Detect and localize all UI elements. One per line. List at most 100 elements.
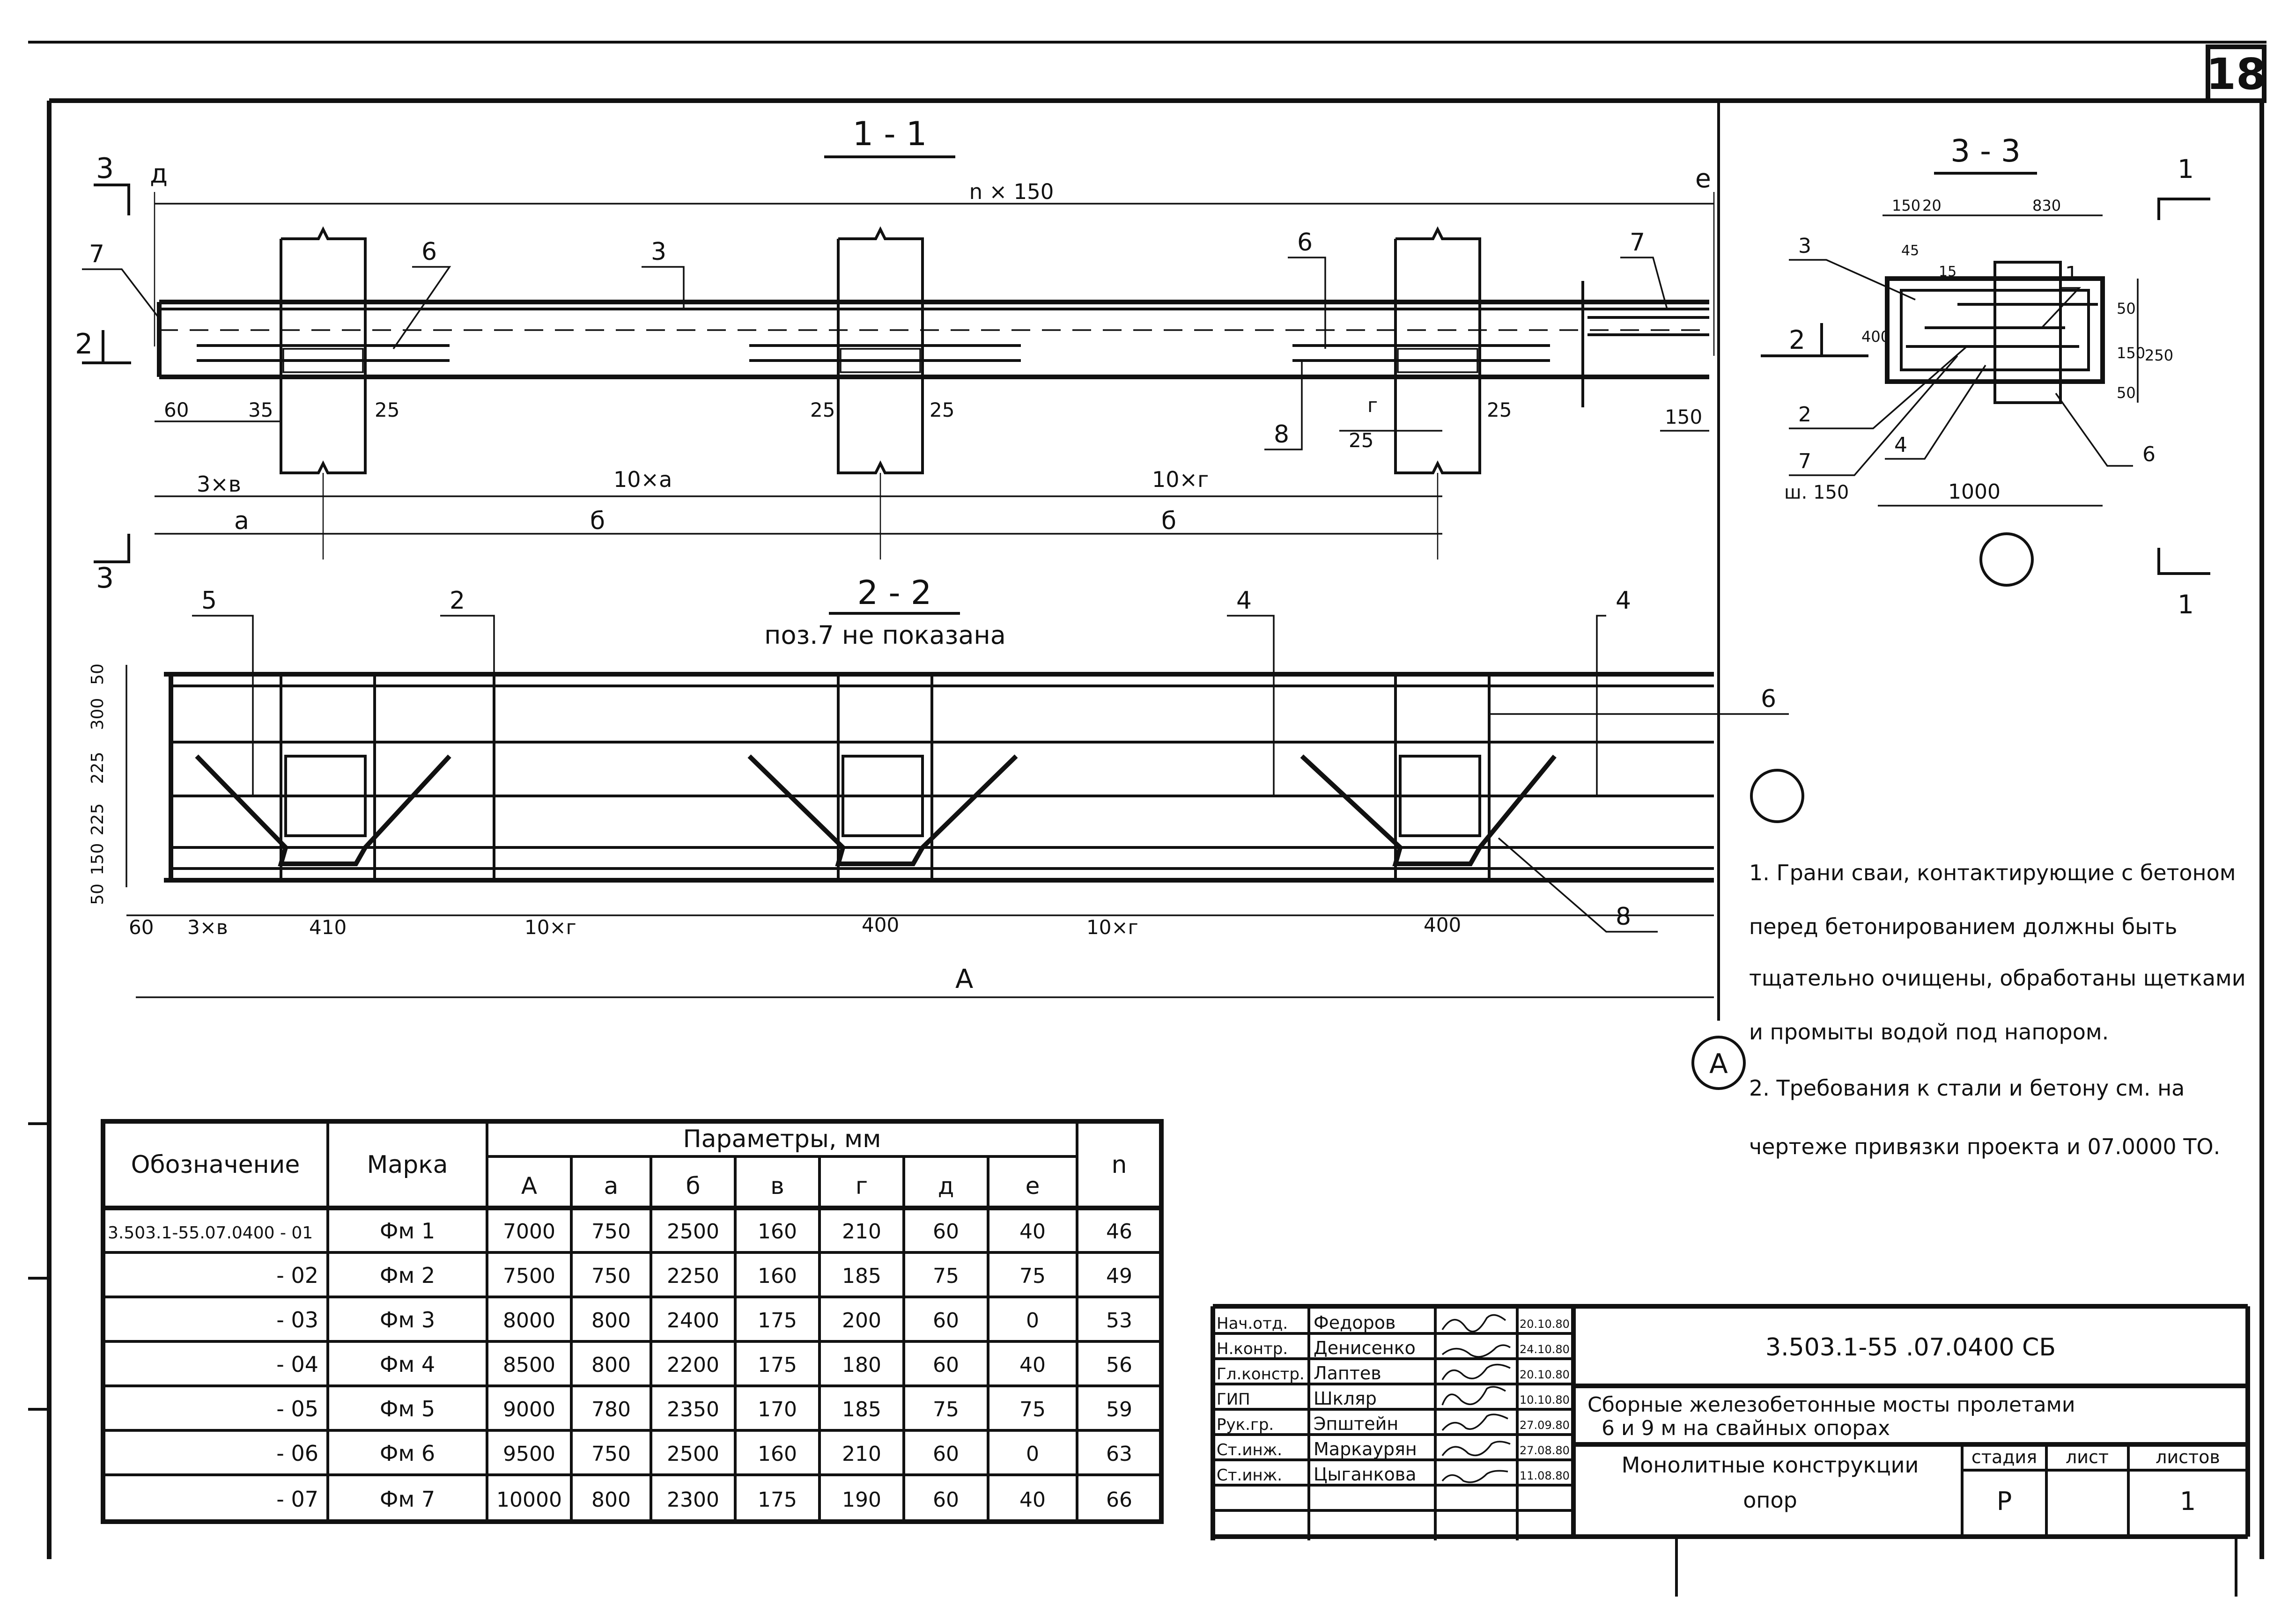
cell-e: 75	[1019, 1264, 1046, 1288]
stamp-name: Эпштейн	[1314, 1414, 1398, 1434]
pos-6-b: 6	[1297, 228, 1313, 257]
cell-e: 0	[1026, 1442, 1039, 1466]
cell-g: 190	[842, 1488, 881, 1512]
cell-n: 56	[1106, 1353, 1132, 1377]
cell-n: 59	[1106, 1398, 1132, 1421]
note-line-2: перед бетонированием должны быть	[1749, 914, 2178, 939]
note-line-6: чертеже привязки проекта и 07.0000 ТО.	[1749, 1134, 2220, 1159]
pile-section-1	[284, 755, 367, 837]
cell-a: 800	[591, 1488, 631, 1512]
cell-d: 75	[933, 1264, 959, 1288]
th-param-a: а	[604, 1172, 619, 1200]
stamp-title-1: Монолитные конструкции	[1622, 1452, 1919, 1478]
ss-dim-50-b: 50	[2117, 384, 2136, 402]
label-2-left: 2	[75, 328, 93, 361]
cell-n: 53	[1106, 1309, 1132, 1333]
cell-v: 160	[758, 1442, 797, 1466]
cell-a: 780	[591, 1398, 631, 1421]
axis-marker	[1691, 1036, 1746, 1090]
stamp-name: Лаптев	[1314, 1363, 1381, 1384]
table-row: - 02 Фм 2 7500 750 2250 160 185 75 75 49	[276, 1263, 1132, 1288]
ss-dim-45: 45	[1901, 243, 1919, 259]
label-d: д	[150, 159, 168, 189]
dim-10g: 10×г	[1152, 467, 1209, 492]
dim-150: 150	[1665, 405, 1702, 428]
cell-e: 0	[1026, 1309, 1039, 1333]
ss-dim-20: 20	[1922, 197, 1942, 214]
ss-pos-3: 3	[1798, 234, 1811, 258]
dim-b2: б	[1161, 507, 1176, 535]
section-1-1-title: 1 - 1	[853, 115, 927, 153]
cell-d: 60	[933, 1220, 959, 1244]
ss-dim-50-a: 50	[2117, 300, 2136, 317]
cell-d: 75	[933, 1398, 959, 1421]
ss-dim-15: 15	[1939, 264, 1956, 280]
table-row: - 07 Фм 7 10000 800 2300 175 190 60 40 6…	[276, 1487, 1132, 1512]
cell-A: 8000	[503, 1309, 555, 1333]
ss-pos-6: 6	[2142, 442, 2156, 466]
section-2-2-title: 2 - 2	[857, 574, 932, 612]
section-2-2-note: поз.7 не показана	[764, 620, 1006, 650]
dim-25-e: 25	[1349, 429, 1373, 452]
ss-pos-7: 7	[1798, 449, 1811, 473]
stamp-sheet-label: лист	[2066, 1447, 2109, 1467]
pos-3: 3	[651, 238, 666, 266]
ss-pos-4: 4	[1894, 433, 1907, 457]
cut-label-3-top: 3	[96, 152, 114, 185]
stamp-name: Маркаурян	[1314, 1439, 1417, 1459]
hdim-10g-1: 10×г	[524, 916, 576, 939]
label-e: е	[1695, 163, 1711, 193]
th-param-A: А	[521, 1172, 537, 1200]
cell-n: 66	[1106, 1488, 1132, 1512]
cell-b: 2400	[667, 1309, 719, 1333]
stamp-date: 24.10.80	[1520, 1343, 1570, 1356]
dim-25-a: 25	[375, 398, 399, 421]
section-1-1: 1 - 1 3 3 д е 2 n × 150	[75, 115, 1715, 595]
th-n: n	[1112, 1151, 1127, 1179]
cell-b: 2350	[667, 1398, 719, 1421]
cell-mark: Фм 1	[380, 1218, 435, 1244]
hdim-60: 60	[129, 916, 154, 939]
stamp-date: 10.10.80	[1520, 1393, 1570, 1406]
cell-g: 210	[842, 1220, 881, 1244]
cell-A: 8500	[503, 1353, 555, 1377]
cell-g: 180	[842, 1353, 881, 1377]
stamp-code: 3.503.1-55 .07.0400 СБ	[1765, 1333, 2056, 1362]
stamp-name: Денисенко	[1314, 1338, 1416, 1358]
stamp-role: Нач.отд.	[1217, 1314, 1288, 1333]
stamp-stage-label: стадия	[1971, 1447, 2037, 1467]
cell-mark: Фм 3	[380, 1307, 435, 1333]
dim-60: 60	[164, 398, 189, 421]
cell-e: 40	[1019, 1488, 1046, 1512]
cell-a: 800	[591, 1309, 631, 1333]
parameters-table: Обозначение Марка Параметры, мм n А а б …	[101, 1119, 1164, 1524]
cell-b: 2200	[667, 1353, 719, 1377]
cell-mark: Фм 4	[380, 1352, 435, 1377]
note-line-4: и промыты водой под напором.	[1749, 1019, 2109, 1045]
axis-marker-label: А	[1709, 1048, 1728, 1080]
stamp-date: 27.09.80	[1520, 1419, 1570, 1432]
cell-designation: - 04	[276, 1352, 318, 1377]
table-row: - 05 Фм 5 9000 780 2350 170 185 75 75 59	[276, 1396, 1132, 1421]
table-row: - 06 Фм 6 9500 750 2500 160 210 60 0 63	[276, 1441, 1132, 1466]
hdim-400-a: 400	[862, 913, 899, 936]
note-line-1: 1. Грани сваи, контактирующие с бетоном	[1749, 860, 2236, 885]
dim-10a: 10×а	[613, 467, 672, 492]
cell-g: 200	[842, 1309, 881, 1333]
stamp-role: Гл.констр.	[1217, 1365, 1305, 1384]
pile-1	[280, 226, 367, 474]
cell-designation: - 07	[276, 1487, 318, 1512]
ss-dim-1000: 1000	[1948, 480, 2001, 504]
pos-6-2-2: 6	[1761, 685, 1776, 713]
note-line-5: 2. Требования к стали и бетону см. на	[1749, 1075, 2185, 1101]
cell-v: 175	[758, 1353, 797, 1377]
pos-4-a: 4	[1236, 587, 1252, 615]
cell-a: 750	[591, 1442, 631, 1466]
vdim-4: 150	[88, 843, 107, 876]
cell-b: 2500	[667, 1442, 719, 1466]
cell-d: 60	[933, 1488, 959, 1512]
ss-pos-2: 2	[1798, 403, 1811, 427]
th-params: Параметры, мм	[683, 1125, 881, 1153]
stamp-role: Рук.гр.	[1217, 1415, 1274, 1434]
